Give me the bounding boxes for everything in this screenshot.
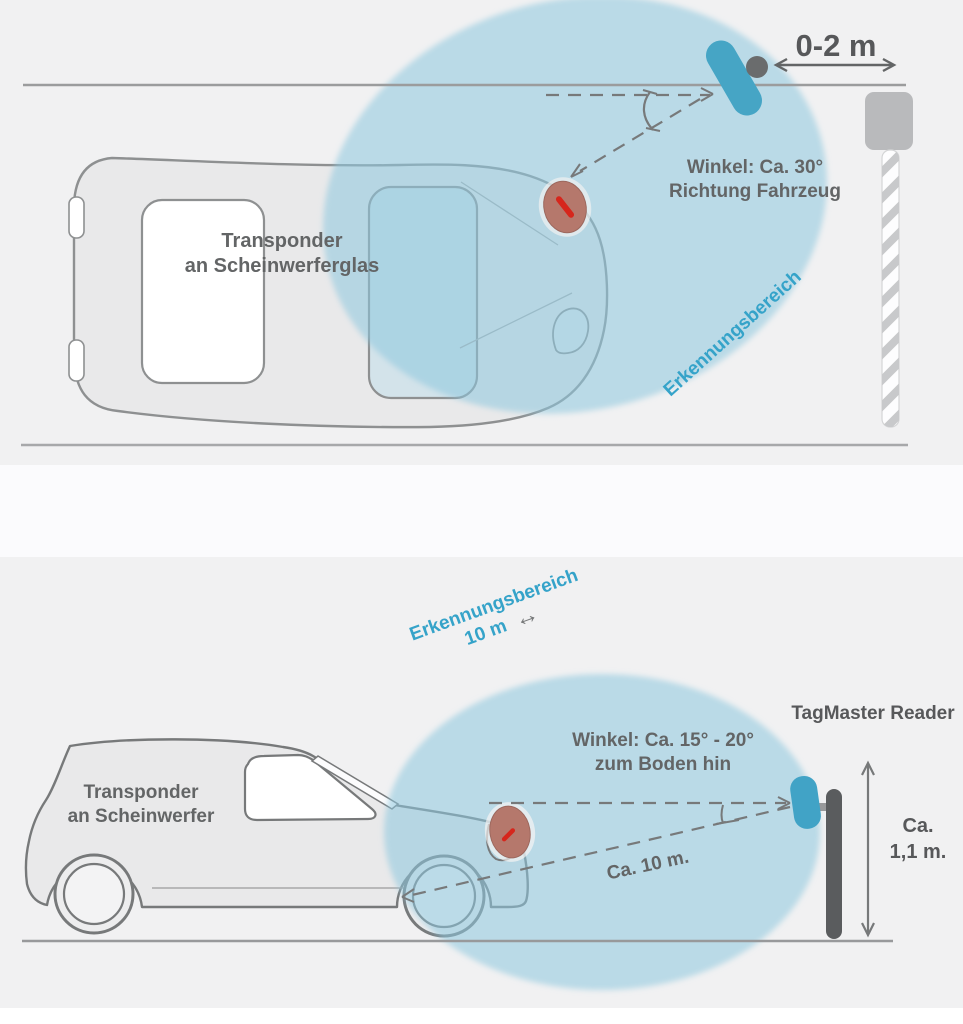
detection-area-ellipse-bottom [384,674,820,990]
top-angle-label-line2: Richtung Fahrzeug [668,181,842,202]
top-distance-label: 0-2 m [795,28,877,63]
tail-light-right [68,339,85,382]
distance-arrow-icon-top [773,57,897,73]
barrier-pole [865,92,913,428]
beam-horizontal-arrow-icon [777,796,791,810]
beam-diagonal-dashed [579,98,701,172]
bottom-transponder-label-line2: an Scheinwerfer [67,806,215,827]
bottom-margin-band [0,1008,963,1024]
reader-unit-bottom [790,775,821,829]
reader-unit-top [706,40,762,116]
top-transponder-label: Transponder an Scheinwerferglas [172,229,392,279]
reader-mount-dot [746,56,768,78]
top-transponder-label-line2: an Scheinwerferglas [184,255,380,277]
bottom-transponder-label: Transponder an Scheinwerfer [36,781,246,829]
transponder-top [538,177,592,237]
beam-diagonal-arrow-icon [401,888,415,903]
tail-light-left [68,196,85,239]
transponder-mark [555,196,575,218]
beam-diagonal-arrow-icon [570,163,584,178]
height-arrow-icon [861,760,875,938]
side-view-scene [22,674,893,990]
top-angle-label: Winkel: Ca. 30° Richtung Fahrzeug [650,156,860,204]
transponder-mark [501,828,516,842]
bottom-angle-label-line2: zum Boden hin [594,754,732,775]
angle-arc-ticks [642,89,661,132]
reader-connector [813,803,829,811]
side-window [243,753,377,822]
reader-post [826,789,842,939]
height-label-line2: 1,1 m. [889,841,947,863]
rear-wheel [53,853,135,935]
panel-divider-band [0,465,963,557]
top-angle-label-line1: Winkel: Ca. 30° [686,157,824,178]
reader-label: TagMaster Reader [791,703,955,724]
beam-lines-top [546,87,714,178]
rear-window [140,198,266,385]
tagmaster-reader-assembly [790,775,842,939]
angle-bracket [715,804,740,825]
barrier-pole-stripes [882,150,899,427]
bottom-angle-label-line1: Winkel: Ca. 15° - 20° [572,730,754,751]
barrier-pole-head [865,92,913,150]
height-label-line1: Ca. [902,815,934,837]
bottom-angle-label: Winkel: Ca. 15° - 20° zum Boden hin [557,729,769,777]
transponder-bottom [484,802,536,862]
bottom-transponder-label-line1: Transponder [83,782,199,803]
top-transponder-label-line1: Transponder [221,230,343,252]
beam-lines-bottom [401,796,791,903]
angle-arc [642,91,654,131]
beam-horizontal-arrow-icon [700,87,714,102]
height-label: Ca. 1,1 m. [863,813,963,865]
top-view-scene [21,0,913,447]
